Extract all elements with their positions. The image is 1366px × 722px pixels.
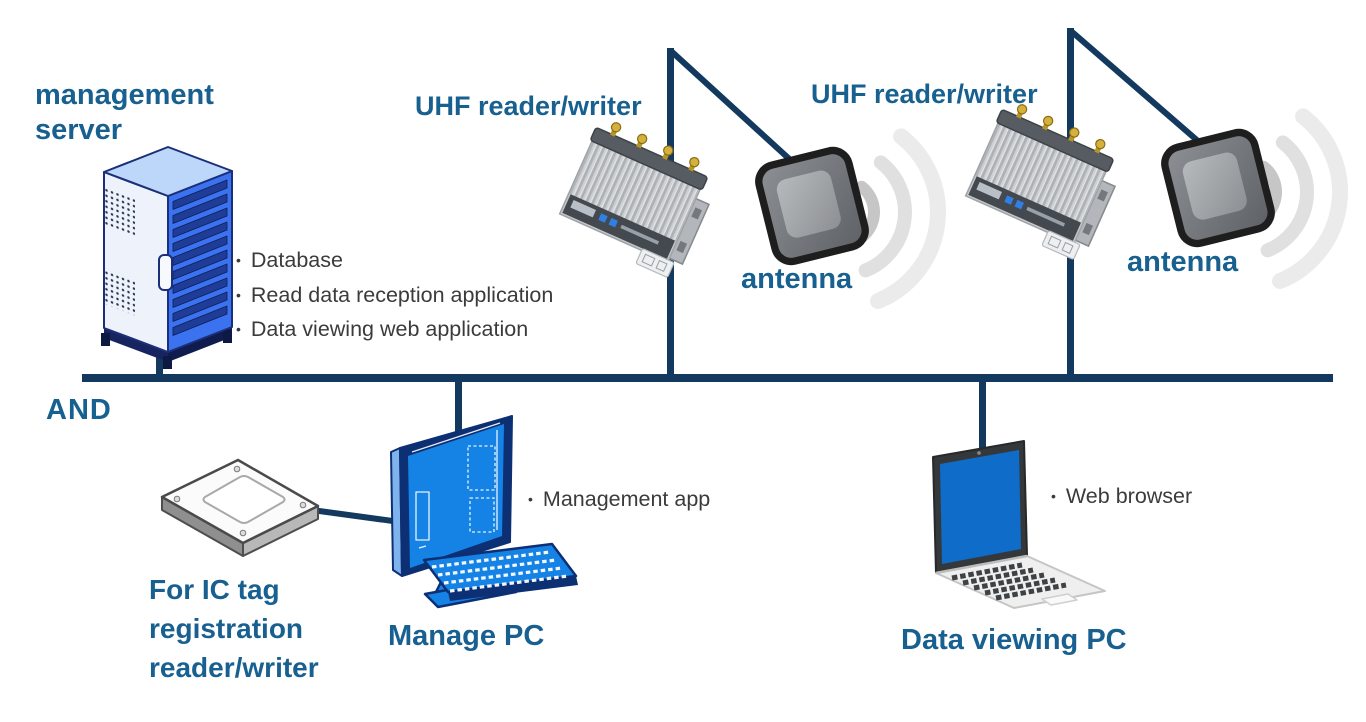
monitor-screen-lineart: [411, 422, 501, 549]
laptop-touchpad: [1041, 593, 1078, 606]
management-server-notes: •Database •Read data reception applicati…: [236, 243, 553, 347]
ic-reader-cable-line: [311, 507, 401, 525]
server-handle: [158, 254, 173, 291]
data-viewing-pc-illustration: [932, 440, 1106, 609]
ic-tag-reader-illustration: [160, 458, 320, 557]
manage-pc-connector-line: [455, 378, 462, 442]
antenna-2-label: antenna: [1127, 246, 1239, 278]
bullet-icon: •: [236, 321, 241, 337]
keyboard-side: [448, 576, 578, 601]
bullet-icon: •: [528, 491, 533, 507]
antenna-1-label: antenna: [741, 263, 853, 295]
manage-pc-label: Manage PC: [388, 620, 545, 652]
bullet-icon: •: [1051, 488, 1056, 504]
server-rack-illustration: [101, 146, 233, 369]
manage-pc-illustration: [390, 415, 578, 609]
note-web-browser: •Web browser: [1051, 479, 1192, 514]
antenna-1-cable-line: [668, 48, 800, 169]
network-bus-label: AND: [46, 394, 112, 426]
note-data-viewing-web-app: •Data viewing web application: [236, 312, 553, 347]
management-server-label: management server: [35, 79, 214, 146]
antenna-2-illustration: [1161, 129, 1275, 247]
server-connector-line: [156, 344, 163, 378]
note-read-data-reception: •Read data reception application: [236, 278, 553, 313]
wifi-waves-1: [848, 128, 946, 309]
uhf-reader-2-illustration: [957, 96, 1131, 264]
bullet-icon: •: [236, 252, 241, 268]
antenna-2-cable-line: [1069, 28, 1208, 151]
network-bus-line: [82, 374, 1333, 382]
note-database: •Database: [236, 243, 553, 278]
ic-tag-reader-label: For IC tag registration reader/writer: [149, 574, 319, 683]
uhf-reader-2-label: UHF reader/writer: [811, 79, 1038, 109]
data-viewing-pc-label: Data viewing PC: [901, 624, 1127, 656]
note-management-app: •Management app: [528, 482, 710, 517]
server-rack-slots: [172, 179, 228, 336]
bullet-icon: •: [236, 286, 241, 303]
antenna-1-illustration: [755, 147, 869, 265]
uhf-reader-1-label: UHF reader/writer: [415, 91, 642, 121]
uhf-reader-1-illustration: [551, 114, 725, 282]
data-viewing-pc-notes: •Web browser: [1051, 479, 1192, 514]
data-viewing-pc-connector-line: [979, 378, 986, 460]
server-vent-grids: [105, 188, 135, 316]
manage-pc-notes: •Management app: [528, 482, 710, 517]
